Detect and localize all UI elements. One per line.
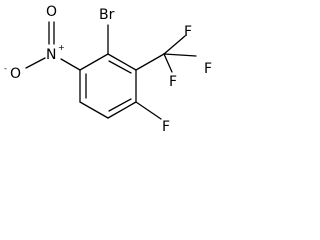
bond-c-cf3	[135, 53, 165, 71]
charge-nitrogen-positive: +	[58, 43, 65, 52]
atom-fluorine-cf3-1: F	[184, 24, 192, 40]
atom-nitrogen-nitro: N	[46, 47, 56, 63]
charge-oxygen-negative: -	[4, 64, 7, 73]
bond-cf3-f3	[163, 53, 173, 73]
bond-c-n	[60, 58, 81, 71]
bond-cf3-f2	[163, 53, 197, 57]
ring-bond-c3-c4	[107, 101, 137, 119]
atom-bromine: Br	[99, 7, 115, 23]
atom-fluorine-cf3-2: F	[204, 61, 212, 77]
molecule-drawing: Br F F F F N + O O -	[4, 4, 212, 135]
ring-double-bond-c3-c4	[108, 98, 132, 112]
atom-oxygen-double: O	[46, 4, 57, 20]
ring-bond-c1-c2	[107, 53, 137, 71]
atom-oxygen-single: O	[10, 66, 21, 82]
structure-canvas: Br F F F F N + O O -	[0, 0, 226, 138]
atom-fluorine-cf3-3: F	[169, 74, 177, 90]
ring-double-bond-c1-c2	[108, 60, 132, 74]
bond-c-f	[135, 101, 162, 120]
bond-n-o-single	[25, 57, 46, 69]
ring-bond-c4-c5	[79, 101, 109, 119]
benzene-ring	[79, 53, 137, 119]
atom-fluorine-ring: F	[162, 119, 170, 135]
bond-cf3-f1	[163, 35, 186, 55]
ring-bond-c6-c1	[79, 53, 109, 71]
